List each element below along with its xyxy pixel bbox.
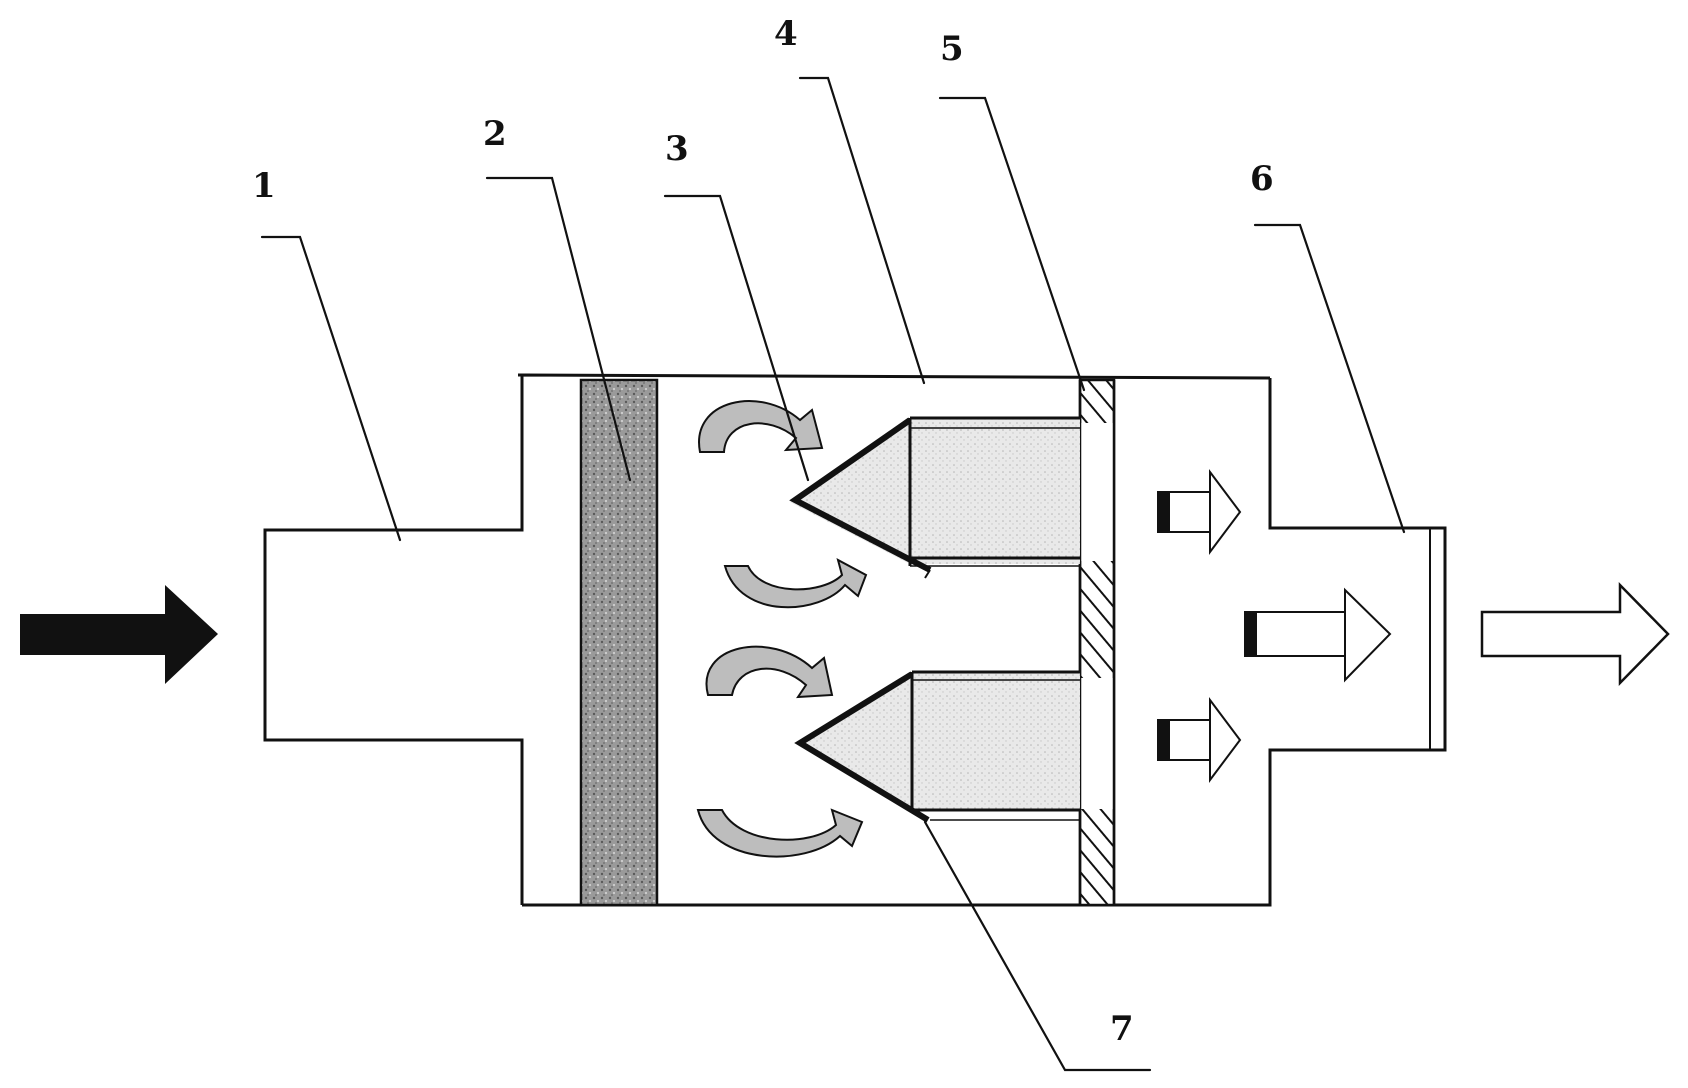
clean-air-arrow-1-icon bbox=[1158, 472, 1240, 552]
swirl-arrow-4-icon bbox=[698, 810, 862, 857]
swirl-arrow-2-icon bbox=[725, 560, 866, 607]
lower-filter-cartridge bbox=[800, 672, 1080, 820]
swirl-arrow-1-icon bbox=[699, 401, 822, 452]
callout-5: 5 bbox=[940, 29, 964, 69]
callout-2: 2 bbox=[483, 114, 507, 154]
leader-lines bbox=[262, 78, 1404, 1070]
callout-6: 6 bbox=[1250, 159, 1274, 199]
callout-7: 7 bbox=[1110, 1009, 1134, 1049]
callout-1: 1 bbox=[252, 166, 276, 206]
clean-air-arrow-2-icon bbox=[1245, 590, 1390, 680]
callout-3: 3 bbox=[665, 129, 689, 169]
filter-media bbox=[581, 380, 657, 905]
upper-filter-cartridge bbox=[790, 418, 1080, 578]
swirl-arrow-3-icon bbox=[707, 647, 832, 697]
outlet-arrow-icon bbox=[1482, 585, 1668, 683]
clean-air-arrow-3-icon bbox=[1158, 700, 1240, 780]
callout-4: 4 bbox=[774, 14, 798, 54]
inlet-arrow-icon bbox=[20, 585, 218, 684]
